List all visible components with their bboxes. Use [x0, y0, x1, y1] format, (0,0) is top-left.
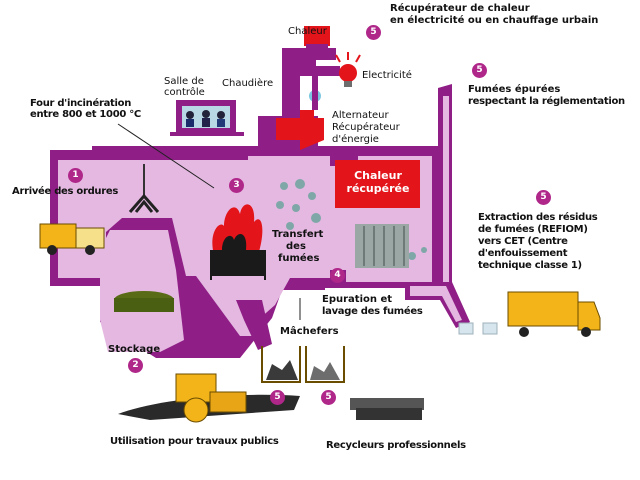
label-chaleur: Chaleur — [288, 26, 327, 37]
label-recycleurs: Recycleurs professionnels — [326, 440, 466, 451]
refiom-truck — [507, 291, 601, 337]
road — [118, 394, 300, 420]
step-badge-1: 1 — [68, 168, 83, 183]
refiom-chute-inner — [410, 286, 462, 322]
step-badge-5-machefers-a: 5 — [270, 390, 285, 405]
steel-beams — [350, 398, 424, 420]
waste-pile-base — [114, 298, 174, 312]
furnace-tank — [210, 250, 266, 280]
label-electricite: Electricité — [362, 70, 412, 81]
step-badge-5-extraction: 5 — [536, 190, 551, 205]
label-salle-1: Salle de — [164, 76, 204, 87]
machefers-bins — [261, 346, 345, 383]
label-machefers: Mâchefers — [280, 326, 339, 337]
label-salle-2: contrôle — [164, 87, 205, 98]
label-transfert-3: fumées — [278, 253, 320, 264]
crane-grab — [128, 193, 160, 213]
refiom-cup-a — [458, 322, 474, 335]
heat-exchanger-box — [304, 26, 330, 46]
heat-duct — [300, 66, 340, 76]
label-recup-title: Récupérateur de chaleur — [390, 3, 530, 14]
label-extraction-5: technique classe 1) — [478, 260, 582, 271]
refiom-cup-b — [482, 322, 498, 335]
label-chaleur-recup-1: Chaleur — [354, 169, 402, 182]
heat-pipe — [282, 48, 336, 76]
step-badge-5-recup: 5 — [366, 25, 381, 40]
label-epuration-2: lavage des fumées — [322, 306, 423, 317]
label-alt-2: Récupérateur — [332, 122, 400, 133]
label-fumees-1: Fumées épurées — [468, 84, 561, 95]
bulb-icon — [339, 64, 357, 82]
label-alt-3: d'énergie — [332, 134, 379, 145]
step-badge-4: 4 — [330, 268, 345, 283]
road-roller — [175, 373, 247, 423]
label-extraction-4: d'enfouissement — [478, 248, 568, 259]
label-fumees-2: respectant la réglementation — [468, 96, 625, 107]
step-badge-3: 3 — [229, 178, 244, 193]
label-four-2: entre 800 et 1000 °C — [30, 109, 141, 120]
label-transfert-2: des — [286, 241, 306, 252]
label-transfert-1: Transfert — [272, 229, 324, 240]
step-badge-5-machefers-b: 5 — [321, 390, 336, 405]
label-four-1: Four d'incinération — [30, 98, 132, 109]
step-badge-5-fumees: 5 — [472, 63, 487, 78]
smoke-particles — [276, 179, 427, 260]
label-recup-sub: en électricité ou en chauffage urbain — [390, 15, 599, 26]
label-epuration-1: Epuration et — [322, 294, 393, 305]
chimney-inner — [443, 96, 449, 286]
label-travaux: Utilisation pour travaux publics — [110, 436, 279, 447]
storage-pit — [100, 230, 184, 352]
label-extraction-3: vers CET (Centre — [478, 236, 568, 247]
label-arrivee: Arrivée des ordures — [12, 186, 119, 197]
label-chaudiere: Chaudière — [222, 78, 274, 89]
label-extraction-2: de fumées (REFIOM) — [478, 224, 588, 235]
step-badge-2: 2 — [128, 358, 143, 373]
arrival-truck — [39, 223, 105, 255]
label-alt-1: Alternateur — [332, 110, 389, 121]
label-stockage: Stockage — [108, 344, 161, 355]
label-chaleur-recup-2: récupérée — [346, 182, 410, 195]
label-extraction-1: Extraction des résidus — [478, 212, 598, 223]
heat-recovered-box — [335, 160, 420, 208]
alternator — [276, 110, 324, 150]
machefers-chute — [236, 300, 272, 350]
